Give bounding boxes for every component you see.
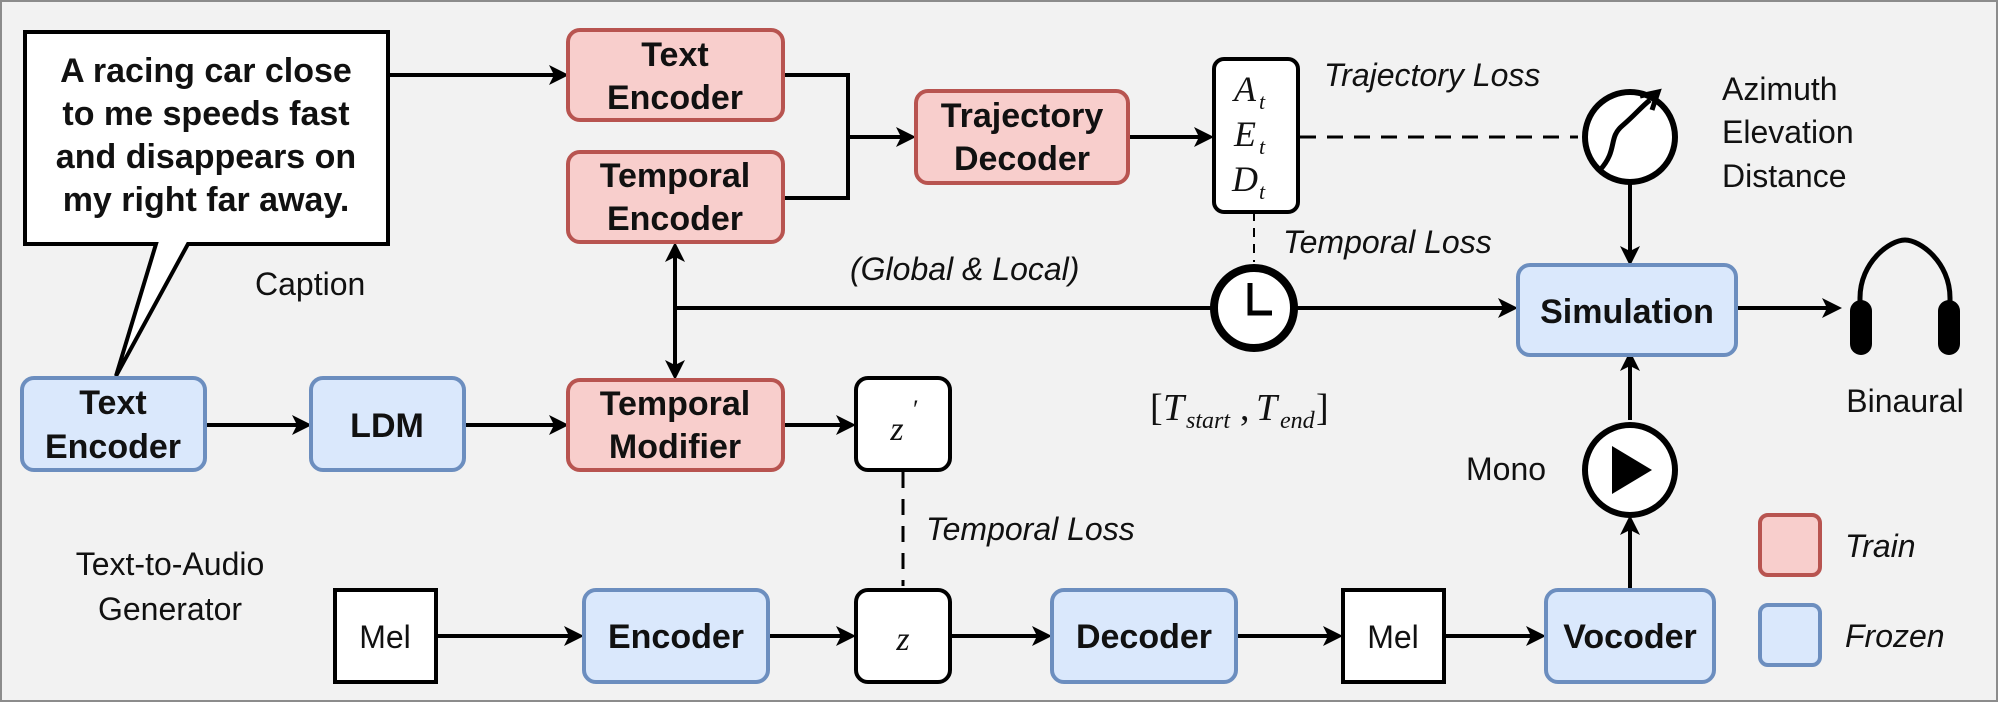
temporal-modifier: Temporal Modifier: [566, 378, 785, 472]
interval-comma: ,: [1240, 387, 1250, 429]
time-interval-label: [ T start , T end ]: [1150, 387, 1329, 434]
distance-subscript: t: [1259, 179, 1266, 204]
t-end-symbol: T: [1256, 387, 1280, 429]
temporal-encoder: Temporal Encoder: [566, 150, 785, 244]
headphones-icon: [1850, 237, 1960, 355]
connectors: [205, 65, 1842, 646]
temporal-encoder-label-2: Encoder: [607, 200, 743, 238]
z-symbol: z: [895, 621, 909, 658]
clock-icon: [1210, 264, 1298, 352]
vocoder-label: Vocoder: [1563, 618, 1697, 656]
legend-train-label: Train: [1845, 528, 1916, 564]
text-encoder-top-label-2: Encoder: [607, 79, 743, 117]
legend-train-swatch: [1758, 513, 1822, 577]
encoder-label: Encoder: [608, 618, 744, 656]
trajectory-globe-icon: [1582, 88, 1678, 185]
tta-label-line2: Generator: [98, 591, 242, 627]
temporal-loss-label-upper: Temporal Loss: [1283, 224, 1492, 260]
decoder-box: Decoder: [1050, 588, 1238, 684]
simulation-box: Simulation: [1516, 263, 1738, 357]
play-icon: [1582, 422, 1678, 518]
z-prime-mark: ′: [913, 395, 919, 424]
t-start-subscript: start: [1186, 408, 1231, 434]
z-box: z: [854, 588, 952, 684]
elevation-symbol: E: [1233, 114, 1256, 154]
legend: Train Frozen: [1758, 513, 1945, 667]
encoder-box: Encoder: [582, 588, 770, 684]
binaural-label: Binaural: [1846, 383, 1963, 419]
z-prime-symbol: z: [889, 411, 903, 448]
trajectory-decoder-label-2: Decoder: [954, 140, 1090, 178]
legend-frozen-swatch: [1758, 603, 1822, 667]
caption-text-line2: to me speeds fast: [62, 95, 349, 133]
aed-box: A t E t D t: [1212, 57, 1300, 214]
caption-text-line3: and disappears on: [56, 138, 356, 176]
text-encoder-bottom: Text Encoder: [20, 376, 207, 472]
temporal-encoder-label-1: Temporal: [600, 157, 751, 195]
ldm-box: LDM: [309, 376, 466, 472]
mel-right-label: Mel: [1367, 619, 1419, 655]
elevation-label: Elevation: [1722, 114, 1854, 150]
azimuth-symbol: A: [1232, 69, 1257, 109]
decoder-label: Decoder: [1076, 618, 1212, 656]
tta-label-line1: Text-to-Audio: [76, 546, 265, 582]
caption-text-line4: my right far away.: [63, 181, 350, 219]
z-prime-box: z ′: [854, 376, 952, 472]
elevation-subscript: t: [1259, 134, 1266, 159]
interval-open-bracket: [: [1150, 387, 1163, 429]
distance-symbol: D: [1231, 159, 1258, 199]
mono-label: Mono: [1466, 451, 1546, 487]
text-encoder-top: Text Encoder: [566, 28, 785, 122]
trajectory-decoder: Trajectory Decoder: [914, 89, 1130, 185]
mel-left-label: Mel: [359, 619, 411, 655]
distance-label: Distance: [1722, 158, 1847, 194]
mel-box-right: Mel: [1341, 588, 1446, 684]
trajectory-loss-label: Trajectory Loss: [1324, 57, 1540, 93]
trajectory-decoder-label-1: Trajectory: [941, 97, 1104, 135]
t-start-symbol: T: [1163, 387, 1187, 429]
text-encoder-bottom-label-1: Text: [79, 384, 146, 422]
global-local-label: (Global & Local): [850, 251, 1079, 287]
text-encoder-bottom-label-2: Encoder: [45, 428, 181, 466]
temporal-loss-label-lower: Temporal Loss: [926, 511, 1135, 547]
temporal-modifier-label-1: Temporal: [600, 385, 751, 423]
azimuth-label: Azimuth: [1722, 71, 1838, 107]
azimuth-subscript: t: [1259, 89, 1266, 114]
temporal-modifier-label-2: Modifier: [609, 428, 741, 466]
text-encoder-top-label-1: Text: [641, 36, 708, 74]
t-end-subscript: end: [1280, 408, 1316, 434]
vocoder-box: Vocoder: [1544, 588, 1716, 684]
simulation-label: Simulation: [1540, 293, 1714, 331]
caption-label: Caption: [255, 266, 365, 302]
legend-frozen-label: Frozen: [1845, 618, 1945, 654]
mel-box-left: Mel: [333, 588, 438, 684]
caption-bubble: A racing car close to me speeds fast and…: [23, 30, 390, 377]
caption-text-line1: A racing car close: [60, 52, 352, 90]
ldm-label: LDM: [350, 407, 424, 445]
interval-close-bracket: ]: [1316, 387, 1329, 429]
